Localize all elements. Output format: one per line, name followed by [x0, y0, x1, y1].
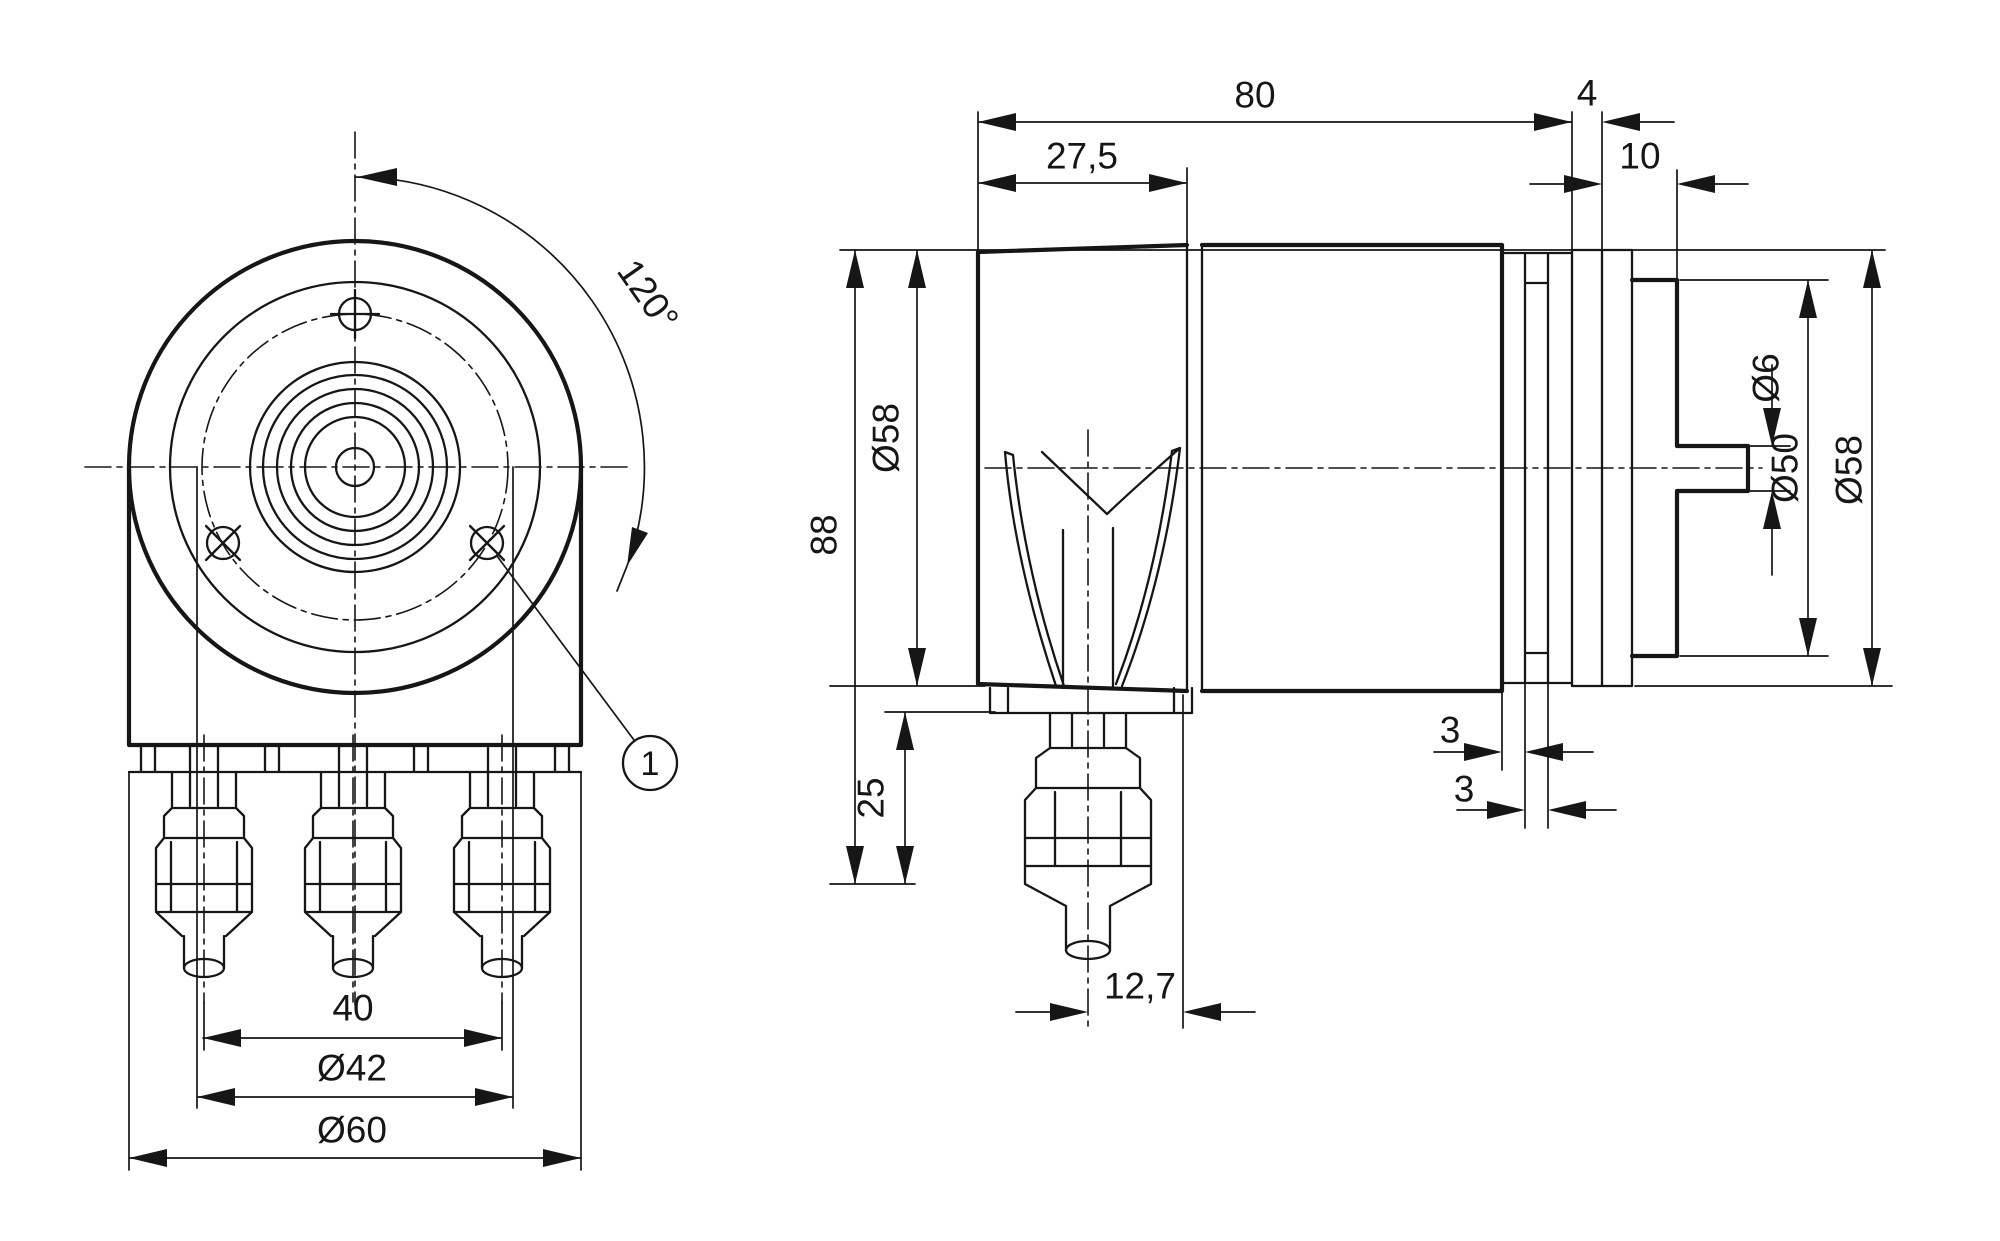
- dim-boss-diameter-label: Ø50: [1765, 433, 1806, 503]
- dim-outer-diameter-label: Ø60: [317, 1110, 387, 1151]
- side-body-outline: [975, 242, 1751, 694]
- cable-outlet-cone: [1003, 446, 1182, 690]
- mounting-screw-symbols: [204, 288, 506, 562]
- cable-gland-side: [1023, 711, 1153, 961]
- dim-gland-height-label: 25: [851, 777, 892, 818]
- balloon-label: 1: [641, 745, 660, 783]
- side-base-plate: [988, 686, 1194, 715]
- arc-arrow-start: [357, 168, 397, 186]
- dim-groove-width-label: 3: [1454, 769, 1475, 810]
- housing-inner-circle: [168, 280, 542, 654]
- shaft-rings: [248, 360, 462, 574]
- dim-body-diameter-left-label: Ø58: [866, 403, 907, 473]
- cable-glands-front: [154, 770, 552, 979]
- dim-cable-exit-offset-label: 27,5: [1046, 136, 1118, 177]
- dim-shaft-diameter-label: Ø6: [1746, 353, 1787, 402]
- dim-cable-center-offset-label: 12,7: [1104, 966, 1176, 1007]
- dim-shaft-length-label: 10: [1619, 136, 1660, 177]
- balloon-callout: 1: [496, 555, 679, 792]
- dim-overall-length-label: 80: [1234, 75, 1275, 116]
- arc-arrow-end: [627, 527, 648, 566]
- angle-label: 120°: [609, 252, 686, 338]
- dim-overall-height-label: 88: [804, 514, 845, 555]
- balloon-circle: [621, 734, 679, 792]
- base-plate: [127, 743, 583, 774]
- front-dimensions: 40 Ø42 Ø60: [128, 466, 582, 1171]
- front-centerlines: [84, 131, 631, 1006]
- front-body-outline: [126, 238, 584, 748]
- front-view: 120° 1 40 Ø42 Ø60: [84, 131, 687, 1171]
- side-view: 80 27,5 4 10 Ø58 88 25 Ø6 Ø50 Ø58 3 3 12…: [804, 73, 1893, 1029]
- dim-bolt-circle-label: Ø42: [317, 1048, 387, 1089]
- dim-gland-spacing-label: 40: [332, 988, 373, 1029]
- side-dimension-labels: 80 27,5 4 10 Ø58 88 25 Ø6 Ø50 Ø58 3 3 12…: [804, 73, 1870, 1007]
- side-centerlines: [984, 429, 1763, 1029]
- side-dimension-lines: [829, 111, 1893, 1029]
- dim-flange-thickness-label: 4: [1577, 73, 1598, 114]
- dim-flange-diameter-right-label: Ø58: [1829, 435, 1870, 505]
- balloon-leader-line: [496, 555, 635, 741]
- dim-groove-offset-label: 3: [1440, 710, 1461, 751]
